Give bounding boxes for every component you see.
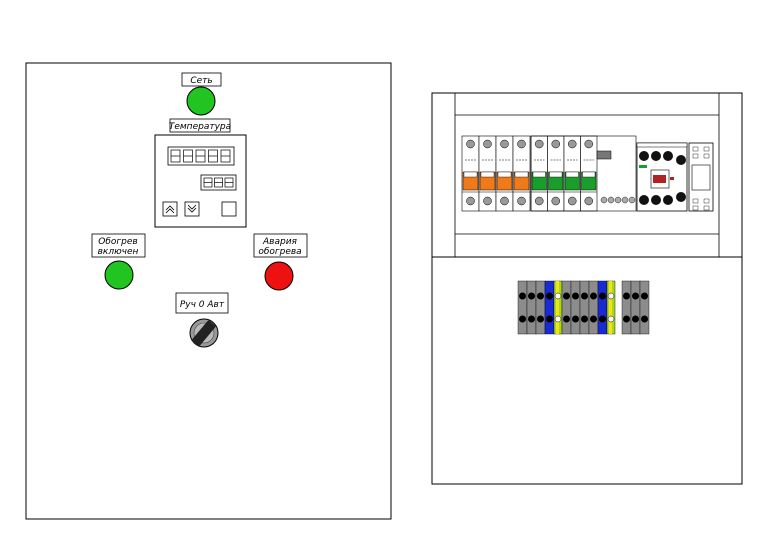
heating-alarm-label-line2: обогрева [258,247,301,257]
controller-set-button[interactable] [221,201,237,217]
network-label-box [181,72,222,87]
relay-module [636,142,688,212]
temperature-label: Температура [169,122,231,132]
network-label: Сеть [190,76,212,86]
heating-alarm-lamp [264,261,294,291]
controller-up-button[interactable] [162,201,178,217]
terminal-block-row [517,280,650,335]
heating-on-label-box [91,233,146,258]
heating-alarm-label-box [253,233,308,258]
mode-switch-label: Руч 0 Авт [180,300,225,310]
controller-down-button[interactable] [184,201,200,217]
heating-alarm-label-line1: Авария [262,237,298,247]
network-lamp [186,86,216,116]
auxiliary-module [688,142,714,212]
temperature-label-box [169,118,231,133]
front-door-panel: Сеть Температура Обогрев включен Авария … [25,62,392,520]
controller-secondary-display [200,174,237,191]
controller-main-display [167,146,235,166]
internal-panel [431,92,743,485]
mode-selector-switch[interactable] [189,318,219,348]
heating-on-label-line2: включен [98,247,139,257]
breaker-group-green [530,135,637,212]
heating-on-label-line1: Обогрев [98,237,137,247]
breaker-group-orange [461,135,531,212]
mode-switch-label-box [175,292,229,314]
heating-on-lamp [104,260,134,290]
